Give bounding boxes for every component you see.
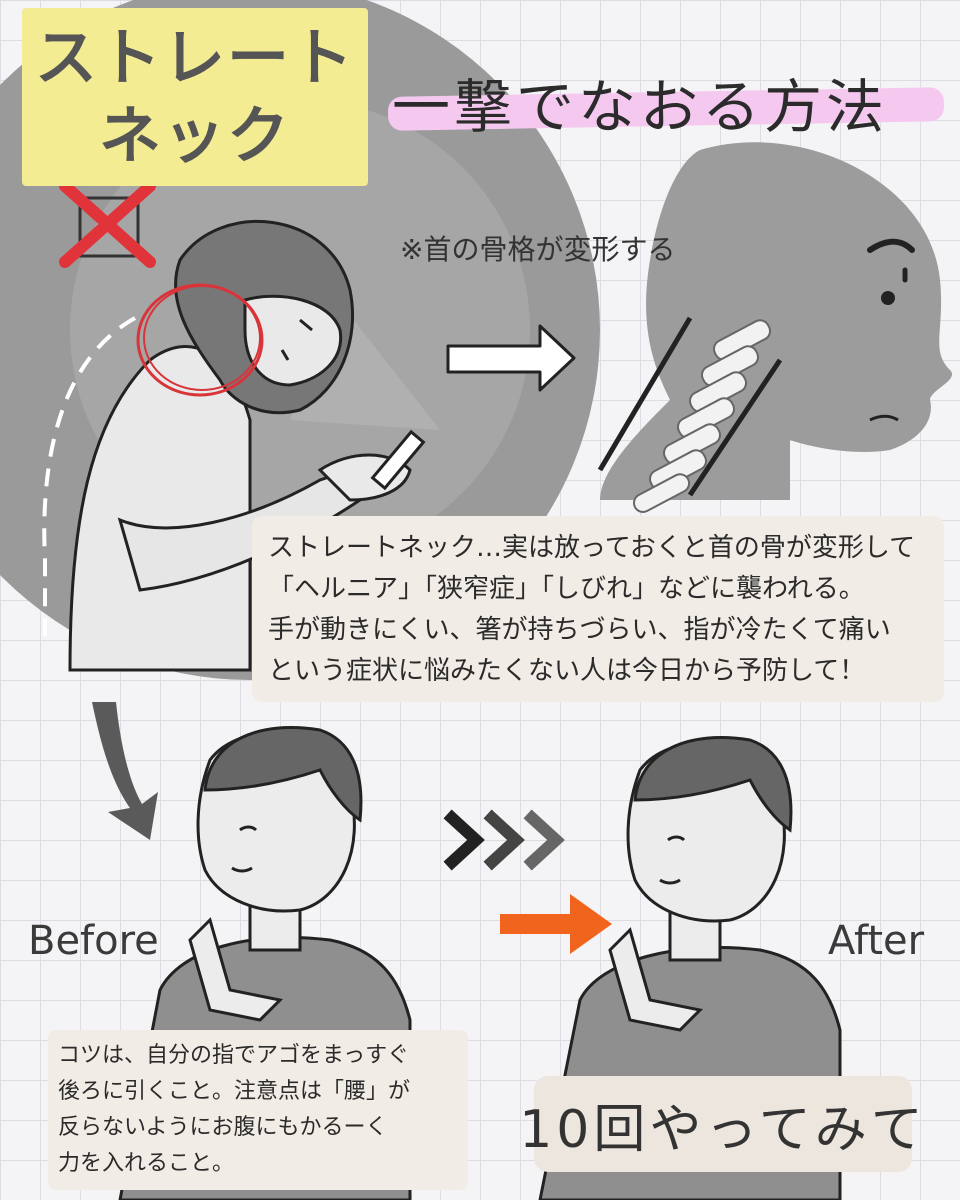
tips-box: コツは、自分の指でアゴをまっすぐ 後ろに引くこと。注意点は「腰」が 反らないよう… (48, 1030, 468, 1190)
subtitle: 一撃でなおる方法 (392, 73, 889, 141)
description-line: 「ヘルニア」「狭窄症」「しびれ」などに襲われる。 (268, 574, 865, 604)
description-line: ストレートネック…実は放っておくと首の骨が変形して (268, 533, 916, 563)
tips-line: 後ろに引くこと。注意点は「腰」が (58, 1079, 411, 1104)
tips-line: 反らないようにお腹にもかるーく (58, 1115, 388, 1140)
description-line: という症状に悩みたくない人は今日から予防して！ (268, 656, 866, 686)
description-box: ストレートネック…実は放っておくと首の骨が変形して 「ヘルニア」「狭窄症」「しび… (252, 516, 944, 702)
tips-line: コツは、自分の指でアゴをまっすぐ (58, 1043, 410, 1068)
before-label: Before (28, 918, 159, 964)
title-box: ストレート ネック (22, 8, 368, 186)
repeat-callout: 10回やってみて (519, 1076, 923, 1172)
cross-mark-icon (59, 180, 156, 268)
spine-dashed-line (42, 316, 136, 640)
neck-highlight-circle (136, 283, 264, 397)
tips-line: 力を入れること。 (58, 1151, 235, 1176)
skeleton-note: ※首の骨格が変形する (400, 233, 676, 266)
skeleton-neck-illustration (597, 142, 953, 513)
right-arrow-icon (446, 324, 576, 392)
orange-arrow-icon (500, 894, 612, 954)
title-line-2: ネック (98, 99, 291, 172)
description-line: 手が動きにくい、箸が持ちづらい、指が冷たくて痛い (268, 615, 891, 645)
slouching-person-illustration (68, 219, 440, 672)
after-label: After (828, 918, 925, 964)
title-line-1: ストレート (34, 21, 355, 94)
curved-down-arrow-icon (92, 702, 158, 840)
chevron-triple-icon (443, 809, 565, 871)
